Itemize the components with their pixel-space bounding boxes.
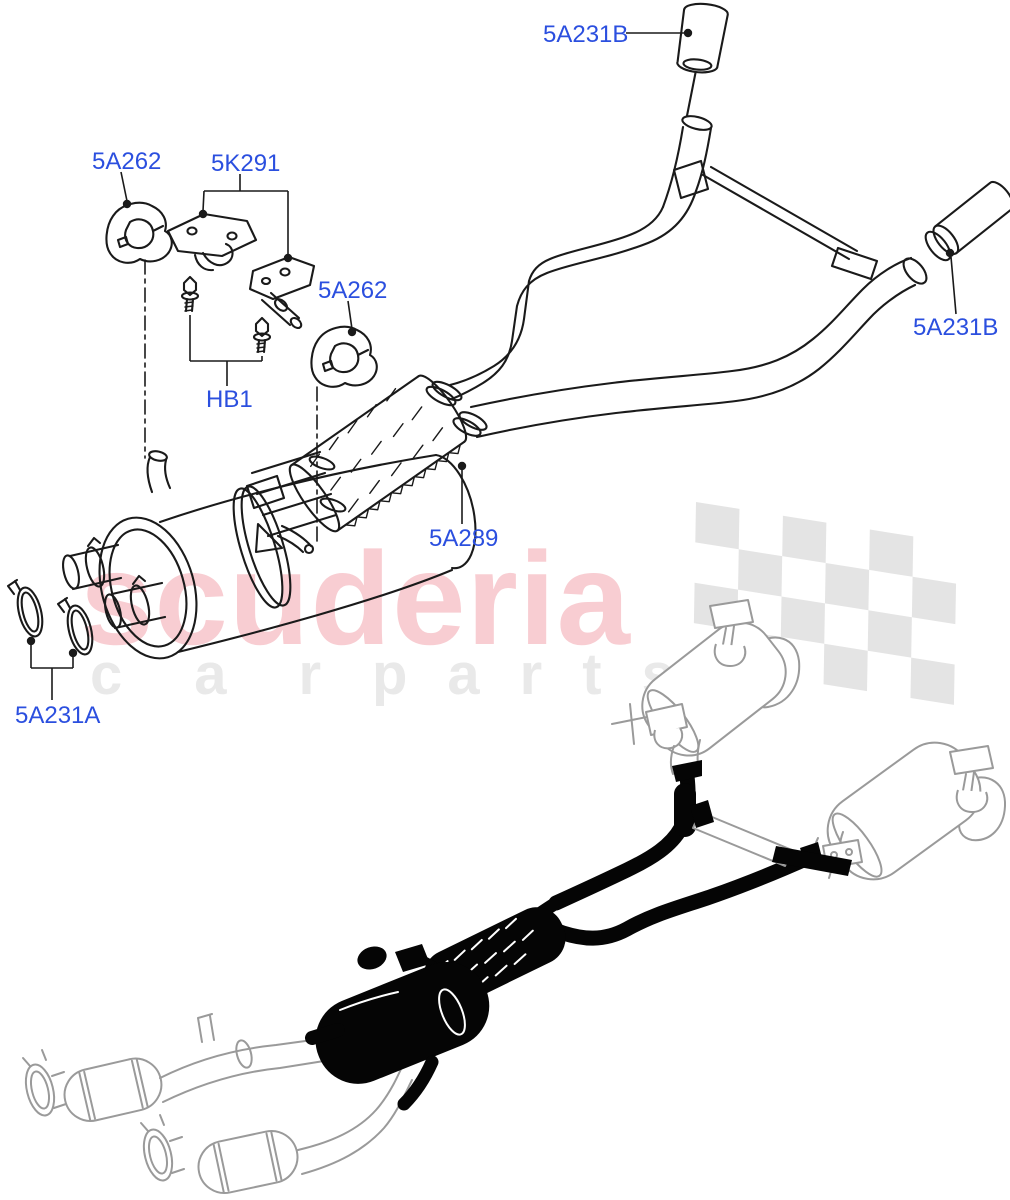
part-label-hb1[interactable]: HB1 — [206, 386, 253, 413]
watermark: scuderia car parts — [80, 501, 957, 707]
exploded-view-mid-section — [6, 2, 1010, 660]
part-label-5a231a[interactable]: 5A231A — [15, 702, 101, 729]
centre-resonator — [250, 374, 488, 538]
leader-lines — [26, 28, 957, 700]
highlighted-front-silencer — [305, 944, 490, 1111]
tagline-watermark-left: car — [90, 642, 393, 707]
context-view-full-exhaust — [22, 599, 1007, 1194]
tailpipe-assembly — [448, 115, 928, 439]
tagline-watermark-right: parts — [372, 642, 714, 707]
pipe-clamps — [6, 578, 94, 656]
part-label-5a231b-top[interactable]: 5A231B — [543, 21, 629, 48]
brand-watermark: scuderia — [80, 525, 632, 672]
front-silencer — [62, 450, 477, 660]
part-label-5k291[interactable]: 5K291 — [211, 150, 281, 177]
exhaust-tip-top — [676, 2, 729, 117]
part-label-5a289[interactable]: 5A289 — [429, 525, 499, 552]
mounting-bolt-rear — [252, 316, 272, 354]
part-label-5a262-left[interactable]: 5A262 — [92, 148, 162, 175]
rubber-hanger-mount-right — [310, 325, 378, 388]
catalytic-converter-upper — [22, 1013, 325, 1122]
support-bracket-front — [166, 212, 258, 272]
part-label-5a231b-right[interactable]: 5A231B — [913, 314, 999, 341]
exhaust-tip-right — [924, 180, 1010, 262]
rear-silencer-right — [812, 741, 1007, 881]
pipe-cross-brace-context — [690, 800, 852, 876]
catalytic-converter-lower — [140, 1057, 413, 1194]
rubber-hanger-mount-left — [105, 201, 173, 264]
mounting-bolt-front — [180, 275, 200, 313]
rear-silencer-left — [611, 599, 801, 775]
part-label-5a262-mid[interactable]: 5A262 — [318, 277, 388, 304]
